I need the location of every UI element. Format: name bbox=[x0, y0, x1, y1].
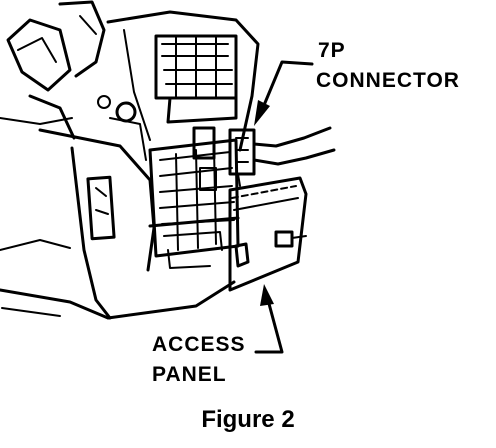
knee-bolster bbox=[38, 95, 156, 320]
connector-label: CONNECTOR bbox=[316, 69, 460, 92]
panel-label: PANEL bbox=[152, 363, 227, 386]
seven-p-label: 7P bbox=[318, 39, 346, 62]
lower-dash bbox=[0, 239, 236, 320]
access-label: ACCESS bbox=[152, 333, 246, 356]
upper-left-trim bbox=[0, 0, 106, 140]
seven-p-connector bbox=[228, 126, 336, 187]
access-panel bbox=[228, 176, 308, 292]
fuse-box bbox=[148, 126, 240, 269]
upper-housing bbox=[106, 10, 260, 152]
figure-caption: Figure 2 bbox=[201, 406, 295, 433]
access-panel-leader-arrow bbox=[254, 284, 284, 354]
connector-leader-arrow bbox=[254, 60, 314, 126]
